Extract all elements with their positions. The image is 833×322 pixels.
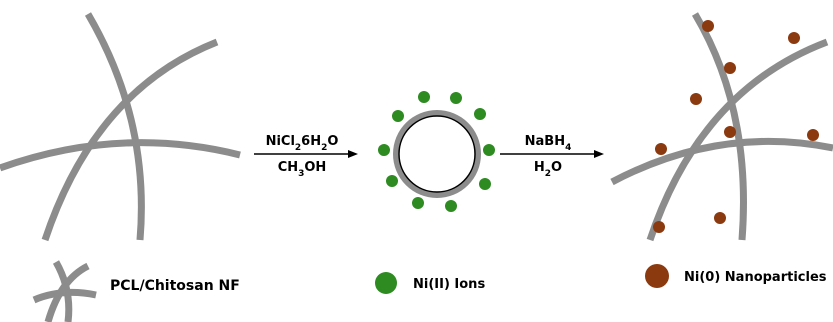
ni-ion (483, 144, 495, 156)
fiber-core (398, 115, 476, 193)
legend-ion-swatch (375, 272, 397, 294)
fiber-3 (0, 139, 241, 172)
step-2-arrow-group: NaBH4 H2O (500, 134, 604, 179)
ni-ion (479, 178, 491, 190)
fiber-1 (84, 12, 145, 241)
ni-nanoparticle (690, 93, 702, 105)
ni-ion (378, 144, 390, 156)
ni-ion (474, 108, 486, 120)
ni-nanoparticle (714, 212, 726, 224)
legend-fiber-label: PCL/Chitosan NF (110, 278, 240, 294)
decorated-nanofibers (610, 12, 833, 242)
step-1-reagent: NiCl26H2O (266, 134, 339, 153)
fiber-6 (610, 137, 833, 186)
ni-nanoparticle (724, 126, 736, 138)
step-1-arrowhead (348, 150, 358, 158)
legend-fiber-swatch (32, 260, 97, 322)
step-2-reagent: NaBH4 (525, 134, 572, 153)
ni-ion (450, 92, 462, 104)
fiber-cross-section (378, 91, 495, 212)
legend: PCL/Chitosan NF Ni(II) Ions Ni(0) Nanopa… (32, 260, 827, 322)
ni-ion (392, 110, 404, 122)
fiber-2 (41, 38, 219, 242)
ni-nanoparticle (807, 129, 819, 141)
ni-ion (386, 175, 398, 187)
step-2-solvent: H2O (534, 160, 562, 179)
ni-ion (418, 91, 430, 103)
ni-nanoparticle (655, 143, 667, 155)
legend-nanoparticle-label: Ni(0) Nanoparticles (684, 270, 827, 285)
ni-ion (412, 197, 424, 209)
bare-nanofibers (0, 12, 241, 242)
fiber-5 (646, 38, 829, 242)
ni-nanoparticle (788, 32, 800, 44)
step-1-arrow-group: NiCl26H2O CH3OH (254, 134, 358, 179)
ni-nanoparticle (702, 20, 714, 32)
fiber-4 (691, 12, 747, 241)
legend-nanoparticle-swatch (645, 264, 669, 288)
step-1-solvent: CH3OH (278, 160, 327, 179)
ni-nanoparticle (724, 62, 736, 74)
ni-nanoparticle (653, 221, 665, 233)
ni-ion (445, 200, 457, 212)
step-2-arrowhead (594, 150, 604, 158)
legend-ion-label: Ni(II) Ions (413, 277, 485, 292)
